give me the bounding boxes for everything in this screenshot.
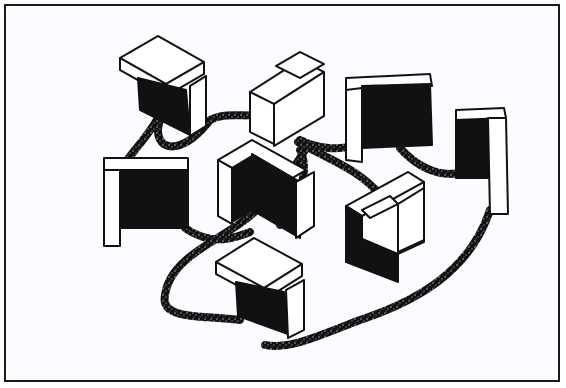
tube-h bbox=[181, 224, 254, 244]
tube-f bbox=[261, 206, 494, 350]
block-top-center bbox=[249, 51, 325, 147]
block-right-center bbox=[345, 171, 425, 283]
block-top-right bbox=[345, 73, 433, 163]
block-center bbox=[217, 139, 315, 239]
block-top-left bbox=[119, 35, 207, 137]
block-far-right bbox=[455, 107, 509, 215]
block-left bbox=[103, 157, 189, 247]
block-bottom-center bbox=[215, 237, 305, 339]
